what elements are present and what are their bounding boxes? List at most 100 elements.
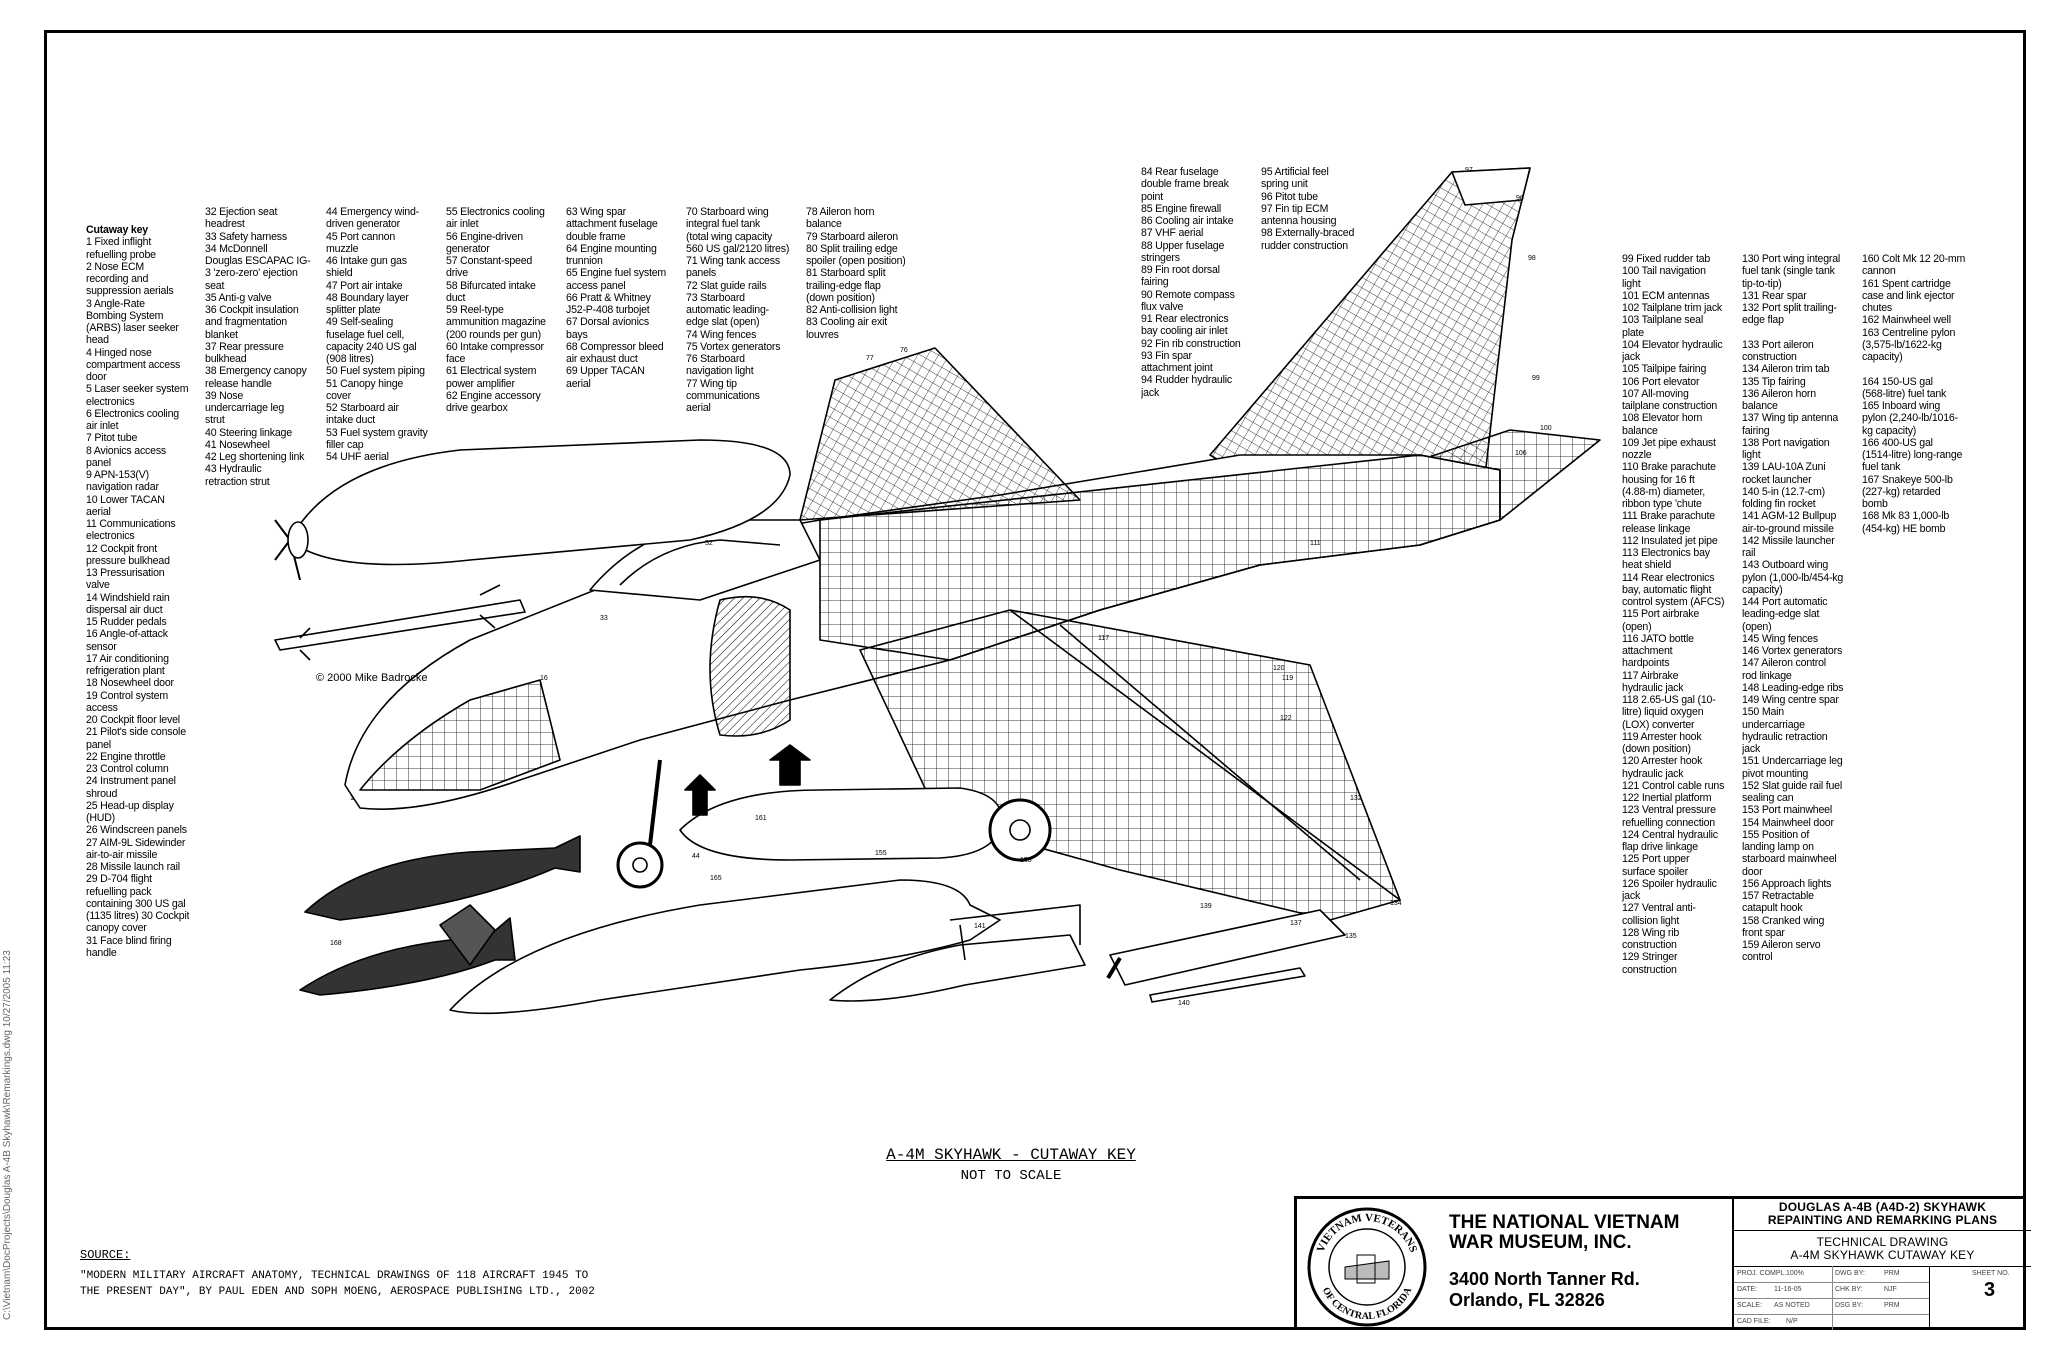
key-line: duct — [446, 291, 466, 304]
key-line: driven generator — [326, 218, 400, 231]
cell-cad-label: CAD FILE: — [1737, 1318, 1771, 1325]
key-line: attachment joint — [1141, 362, 1213, 374]
svg-text:77: 77 — [866, 355, 874, 362]
snakeye-bomb — [299, 917, 516, 996]
key-line: 3 Angle-Rate — [86, 297, 145, 310]
key-line: 6 Electronics cooling — [86, 407, 179, 420]
svg-text:122: 122 — [1280, 715, 1292, 722]
long-range-tank — [449, 879, 1001, 1015]
key-line: head — [86, 334, 109, 347]
drawing-border — [44, 30, 2026, 1330]
key-line: 34 McDonnell — [205, 242, 268, 255]
key-line: 7 Pitot tube — [86, 432, 138, 445]
key-line: communications — [686, 389, 760, 402]
key-line: 77 Wing tip — [686, 377, 737, 390]
key-line: 21 Pilot's side console — [86, 726, 186, 739]
drawing-line-1: TECHNICAL DRAWING — [1816, 1235, 1949, 1249]
key-line: 78 Aileron horn — [806, 206, 875, 218]
key-line: intake duct — [326, 414, 376, 427]
key-line: 560 US gal/2120 litres) — [686, 242, 790, 255]
key-line: 149 Wing centre spar — [1742, 694, 1839, 706]
key-line: 129 Stringer — [1622, 951, 1678, 964]
key-line: recording and — [86, 273, 149, 285]
key-line: 26 Windscreen panels — [86, 824, 187, 837]
key-line: surface spoiler — [1622, 865, 1688, 878]
key-line: 14 Windshield rain — [86, 591, 170, 604]
key-line: headrest — [205, 218, 245, 231]
key-line: 56 Engine-driven — [446, 230, 523, 243]
key-line: 132 Port split trailing- — [1742, 302, 1837, 314]
key-line: 98 Externally-braced — [1261, 227, 1355, 240]
key-line: 103 Tailplane seal — [1622, 314, 1704, 327]
key-line: air exhaust duct — [566, 353, 638, 365]
key-line: 86 Cooling air intake — [1141, 215, 1234, 227]
key-line: and fragmentation — [205, 316, 287, 329]
key-line: antenna housing — [1261, 215, 1337, 227]
nosewheel — [616, 841, 664, 889]
key-line: canopy cover — [86, 922, 147, 935]
key-line: 118 2.65-US gal (10- — [1622, 694, 1716, 706]
key-line: 42 Leg shortening link — [205, 451, 305, 463]
svg-text:98: 98 — [1528, 255, 1536, 262]
drawing-line-2: A-4M SKYHAWK CUTAWAY KEY — [1790, 1248, 1975, 1262]
key-line: 108 Elevator horn — [1622, 412, 1703, 425]
key-line: pivot mounting — [1742, 767, 1809, 780]
key-line: housing for 16 ft — [1622, 473, 1695, 486]
key-line: release linkage — [1622, 522, 1691, 535]
drawing-title: A-4M SKYHAWK - CUTAWAY KEY — [886, 1146, 1136, 1164]
museum-line-1: THE NATIONAL VIETNAM — [1449, 1212, 1680, 1233]
svg-text:153: 153 — [1020, 857, 1032, 864]
key-line: 31 Face blind firing — [86, 934, 172, 947]
key-line: light — [1622, 277, 1641, 290]
key-line: automatic leading- — [686, 304, 769, 316]
key-line: 79 Starboard aileron — [806, 230, 898, 243]
key-line: (568-litre) fuel tank — [1862, 387, 1947, 400]
key-line: (open) — [1742, 620, 1772, 633]
key-line: 102 Tailplane trim jack — [1622, 302, 1723, 314]
key-line: 44 Emergency wind- — [326, 206, 419, 218]
key-line: 74 Wing fences — [686, 328, 757, 341]
key-line: 75 Vortex generators — [686, 340, 781, 353]
key-line: 40 Steering linkage — [205, 426, 292, 439]
key-line: 134 Aileron trim tab — [1742, 363, 1830, 376]
key-line: tailplane construction — [1622, 400, 1718, 412]
key-line: blanket — [205, 328, 238, 341]
key-line: (open) — [1622, 620, 1652, 633]
key-line: 120 Arrester hook — [1622, 755, 1703, 768]
key-line: kg capacity) — [1862, 424, 1917, 437]
svg-text:100: 100 — [1540, 425, 1552, 432]
key-line: hydraulic retraction — [1742, 730, 1828, 743]
key-line: spring unit — [1261, 178, 1308, 191]
key-line: 92 Fin rib construction — [1141, 337, 1241, 350]
key-line: 107 All-moving — [1622, 387, 1689, 400]
key-line: flux valve — [1141, 300, 1184, 313]
key-line: 156 Approach lights — [1742, 877, 1832, 890]
key-line: bays — [566, 328, 588, 341]
zuni-launcher — [1109, 909, 1346, 986]
key-line: 17 Air conditioning — [86, 652, 169, 665]
svg-text:155: 155 — [875, 850, 887, 857]
key-line: edge flap — [1742, 314, 1784, 327]
svg-text:111: 111 — [1310, 540, 1321, 547]
mainwheel — [988, 798, 1052, 862]
key-line: refrigeration plant — [86, 665, 165, 677]
key-line: 168 Mk 83 1,000-lb — [1862, 510, 1950, 523]
key-line: fairing — [1742, 424, 1770, 437]
sheet-label: SHEET NO. — [1972, 1270, 2010, 1277]
key-line: 59 Reel-type — [446, 304, 504, 316]
key-line: dispersal air duct — [86, 603, 163, 616]
key-line: jack — [1742, 743, 1761, 755]
source-label: SOURCE: — [80, 1248, 131, 1262]
intake — [709, 595, 791, 737]
svg-text:96: 96 — [1516, 195, 1524, 202]
mk83-bomb — [304, 835, 581, 921]
key-line: Bombing System — [86, 309, 164, 322]
key-line: 57 Constant-speed — [446, 255, 533, 267]
key-line: Douglas ESCAPAC IG- — [205, 255, 311, 267]
key-line: 80 Split trailing edge — [806, 242, 898, 255]
